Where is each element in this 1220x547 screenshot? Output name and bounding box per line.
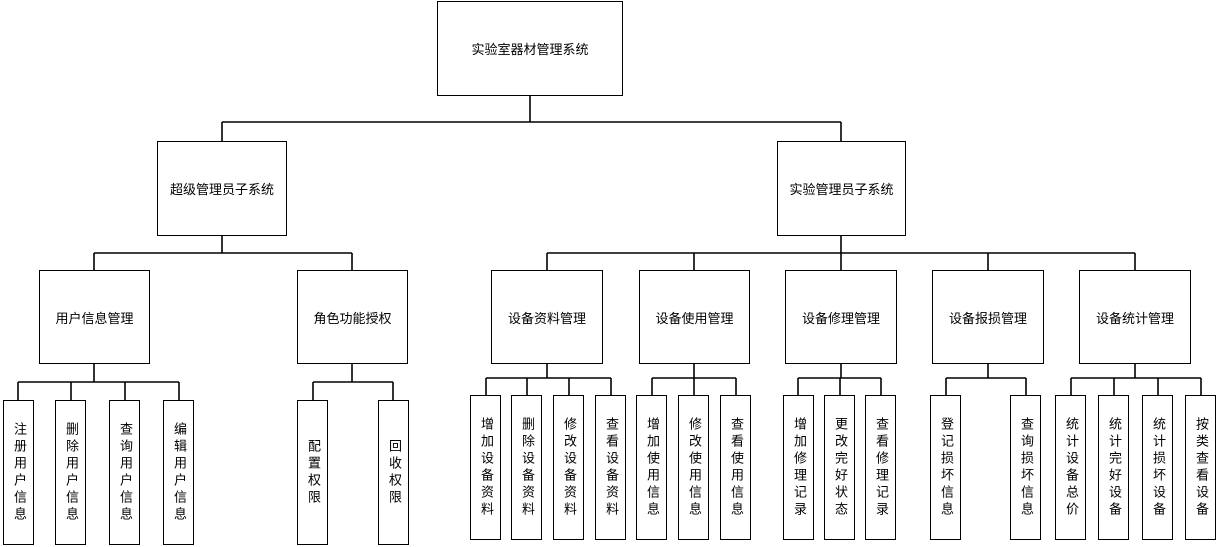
leaf-edit-user-info: 编辑用户信息 bbox=[163, 400, 194, 545]
device-repair-management-node: 设备修理管理 bbox=[785, 270, 897, 364]
lab-admin-subsystem-node: 实验管理员子系统 bbox=[777, 141, 906, 236]
leaf-stat-damaged-devices: 统计损坏设备 bbox=[1142, 395, 1173, 540]
leaf-modify-device-data: 修改设备资料 bbox=[553, 395, 584, 540]
leaf-delete-device-data: 删除设备资料 bbox=[511, 395, 542, 540]
device-damage-management-node: 设备报损管理 bbox=[932, 270, 1044, 364]
device-statistics-management-node: 设备统计管理 bbox=[1079, 270, 1191, 364]
leaf-view-repair-record: 查看修理记录 bbox=[865, 395, 896, 540]
leaf-register-user-info: 注册用户信息 bbox=[3, 400, 34, 545]
leaf-view-device-data: 查看设备资料 bbox=[595, 395, 626, 540]
leaf-stat-total-price: 统计设备总价 bbox=[1055, 395, 1086, 540]
leaf-query-damage-info: 查询损坏信息 bbox=[1010, 395, 1041, 540]
leaf-change-good-status: 更改完好状态 bbox=[824, 395, 855, 540]
root-node: 实验室器材管理系统 bbox=[437, 1, 623, 96]
leaf-add-repair-record: 增加修理记录 bbox=[783, 395, 814, 540]
device-usage-management-node: 设备使用管理 bbox=[639, 270, 750, 364]
user-info-management-node: 用户信息管理 bbox=[39, 270, 150, 364]
leaf-view-by-category: 按类查看设备 bbox=[1185, 395, 1216, 540]
leaf-revoke-permission: 回收权限 bbox=[378, 400, 409, 545]
leaf-register-damage-info: 登记损坏信息 bbox=[930, 395, 961, 540]
leaf-modify-usage-info: 修改使用信息 bbox=[678, 395, 709, 540]
leaf-add-device-data: 增加设备资料 bbox=[470, 395, 501, 540]
leaf-view-usage-info: 查看使用信息 bbox=[720, 395, 751, 540]
leaf-stat-good-devices: 统计完好设备 bbox=[1098, 395, 1129, 540]
role-authorization-node: 角色功能授权 bbox=[297, 270, 408, 364]
leaf-delete-user-info: 删除用户信息 bbox=[55, 400, 86, 545]
leaf-add-usage-info: 增加使用信息 bbox=[636, 395, 667, 540]
leaf-query-user-info: 查询用户信息 bbox=[109, 400, 140, 545]
device-data-management-node: 设备资料管理 bbox=[491, 270, 603, 364]
super-admin-subsystem-node: 超级管理员子系统 bbox=[157, 141, 287, 236]
leaf-configure-permission: 配置权限 bbox=[297, 400, 328, 545]
